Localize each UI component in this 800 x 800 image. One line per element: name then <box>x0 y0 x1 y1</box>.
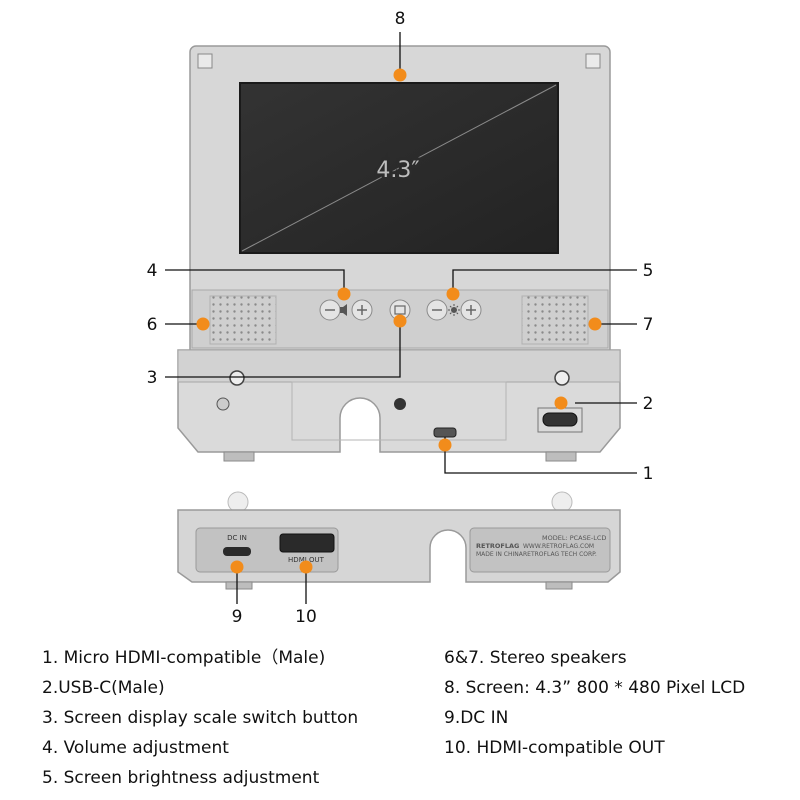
callout-dot-7 <box>588 317 602 331</box>
base-foot-right <box>545 451 577 462</box>
legend-item-2: 2.USB-C(Male) <box>42 678 165 698</box>
plus-icon <box>466 305 476 315</box>
callout-number-1: 1 <box>643 464 654 484</box>
website-label: WWW.RETROFLAG.COM <box>523 543 594 550</box>
speaker-grill-left <box>209 295 277 345</box>
micro-hdmi-connector <box>433 427 457 438</box>
callout-number-6: 6 <box>147 315 158 335</box>
callout-number-9: 9 <box>232 607 243 627</box>
callout-number-5: 5 <box>643 261 654 281</box>
plus-icon <box>357 305 367 315</box>
legend-item-5: 5. Screen brightness adjustment <box>42 768 320 788</box>
base-inner-panel <box>291 381 507 441</box>
callout-number-4: 4 <box>147 261 158 281</box>
callout-number-8: 8 <box>395 9 406 29</box>
scale-icon <box>394 305 406 315</box>
callout-number-7: 7 <box>643 315 654 335</box>
base-button-left[interactable] <box>229 370 245 386</box>
back-foot-left <box>227 491 249 513</box>
callout-dot-6 <box>196 317 210 331</box>
callout-dot-1 <box>438 438 452 452</box>
screen-size-label: 4.3″ <box>376 158 419 183</box>
base-screw-center <box>394 398 406 410</box>
legend-item-1: 1. Micro HDMI-compatible（Male) <box>42 648 326 668</box>
callout-dot-3 <box>393 314 407 328</box>
product-diagram: 4.3″ DC IN HDMI OUT MODEL: PCASE-LCD RET… <box>147 9 654 627</box>
legend-item-10: 10. HDMI-compatible OUT <box>444 738 665 758</box>
leader-line-4 <box>165 269 345 294</box>
hdmi-out-port <box>279 533 335 553</box>
screen-diagonal <box>241 84 557 252</box>
base-button-right[interactable] <box>554 370 570 386</box>
legend-item-3: 3. Screen display scale switch button <box>42 708 359 728</box>
back-foot-right <box>551 491 573 513</box>
made-in-label: MADE IN CHINA <box>476 551 524 558</box>
base-foot-left <box>223 451 255 462</box>
legend-left-column: 1. Micro HDMI-compatible（Male) 2.USB-C(M… <box>42 643 358 793</box>
back-foot-bottom-right <box>545 581 573 590</box>
legend-item-4: 4. Volume adjustment <box>42 738 229 758</box>
lid-bump-right <box>585 53 601 69</box>
back-foot-bottom-left <box>225 581 253 590</box>
dc-in-port <box>223 547 251 556</box>
callout-dot-4 <box>337 287 351 301</box>
legend-item-6-7: 6&7. Stereo speakers <box>444 648 627 668</box>
hdmi-out-label: HDMI OUT <box>288 556 325 564</box>
back-label-panel <box>469 527 611 573</box>
legend-item-8: 8. Screen: 4.3” 800 * 480 Pixel LCD <box>444 678 746 698</box>
legend-right-column: 6&7. Stereo speakers 8. Screen: 4.3” 800… <box>444 643 745 763</box>
leader-line-3 <box>165 321 401 378</box>
legend-item-9: 9.DC IN <box>444 708 509 728</box>
callout-dot-10 <box>299 560 313 574</box>
dc-in-label: DC IN <box>227 534 247 542</box>
callout-number-3: 3 <box>147 368 158 388</box>
brand-label: RETROFLAG <box>476 542 519 550</box>
callout-number-2: 2 <box>643 394 654 414</box>
speaker-grill-right <box>521 295 589 345</box>
lid-bump-left <box>197 53 213 69</box>
callout-dot-2 <box>554 396 568 410</box>
usb-c-port <box>542 412 578 427</box>
leader-line-5 <box>452 269 637 294</box>
callout-number-10: 10 <box>295 607 317 627</box>
callout-dot-5 <box>446 287 460 301</box>
callout-dot-9 <box>230 560 244 574</box>
corp-label: RETROFLAG TECH CORP. <box>523 551 597 558</box>
speaker-icon <box>340 304 347 316</box>
callout-dot-8 <box>393 68 407 82</box>
base-screw-left <box>216 397 230 411</box>
model-label: MODEL: PCASE-LCD <box>542 534 606 542</box>
sun-icon <box>448 304 460 316</box>
